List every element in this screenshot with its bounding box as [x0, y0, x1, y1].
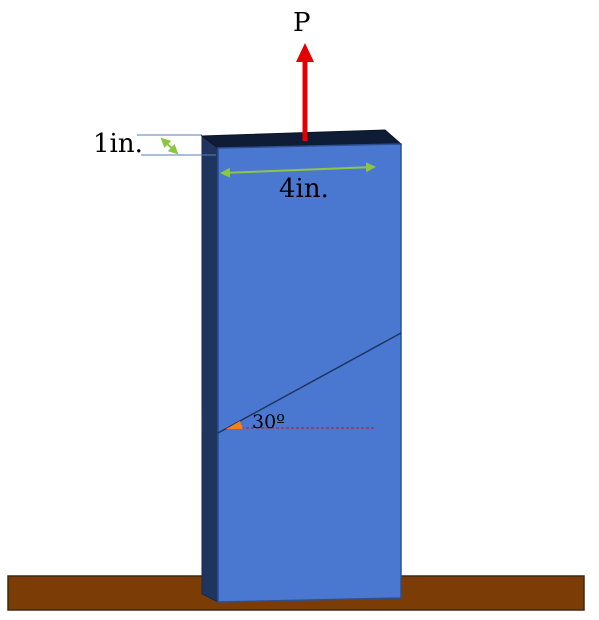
inclined-plane-line	[217, 332, 402, 434]
cut-notch	[202, 410, 218, 433]
angle-marker	[226, 421, 243, 429]
thickness-label: 1in.	[93, 129, 143, 159]
width-arrow	[220, 162, 376, 178]
bar-front-face	[217, 143, 402, 603]
angle-label: 30º	[252, 411, 285, 433]
thickness-arrow	[160, 137, 179, 155]
bar-side-face	[201, 135, 219, 603]
force-label: P	[293, 8, 311, 38]
force-arrow-head	[296, 43, 314, 62]
width-label: 4in.	[279, 174, 329, 204]
